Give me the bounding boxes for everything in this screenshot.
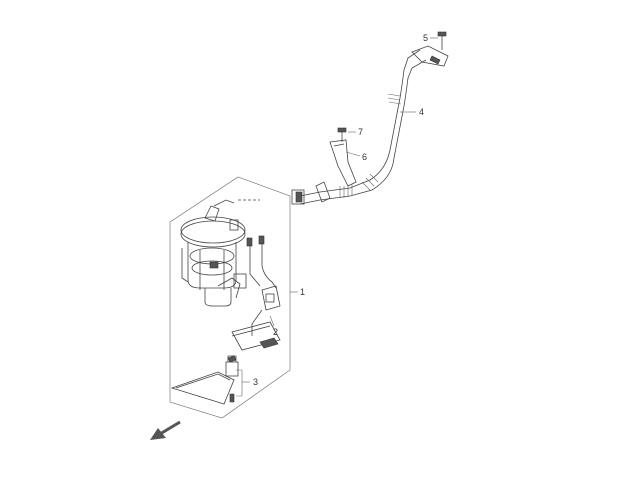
leader-lines bbox=[236, 111, 416, 397]
callout-labels: 1 2 3 4 5 6 7 bbox=[253, 33, 428, 387]
fuel-hose bbox=[291, 45, 449, 205]
hose-bracket bbox=[329, 139, 357, 187]
front-direction-arrow-icon bbox=[150, 420, 181, 440]
callout-4: 4 bbox=[419, 107, 424, 117]
callout-2: 2 bbox=[273, 327, 278, 337]
assembly-frame bbox=[169, 176, 291, 419]
callout-7: 7 bbox=[358, 127, 363, 137]
fuel-pump-assembly bbox=[180, 199, 260, 307]
callout-5: 5 bbox=[423, 33, 428, 43]
bolt-5 bbox=[430, 31, 447, 50]
bolt-7 bbox=[337, 127, 347, 142]
fuel-level-sensor bbox=[231, 235, 281, 351]
callout-1: 1 bbox=[300, 287, 305, 297]
fuel-strainer bbox=[170, 355, 239, 405]
callout-6: 6 bbox=[362, 152, 367, 162]
callout-3: 3 bbox=[253, 377, 258, 387]
